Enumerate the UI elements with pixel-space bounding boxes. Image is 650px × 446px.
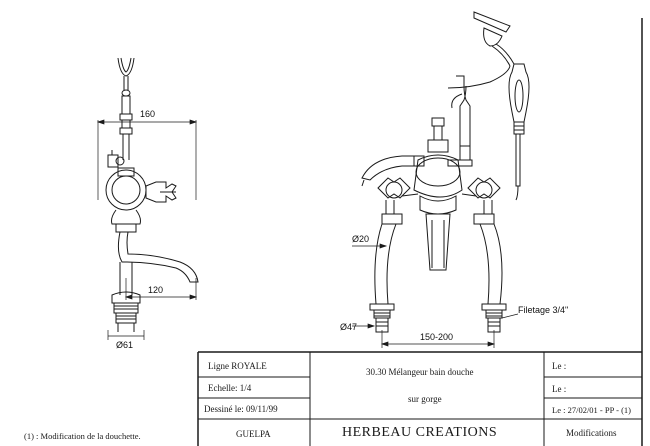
dim-160: 160: [140, 109, 155, 119]
ligne-label: Ligne ROYALE: [208, 361, 267, 371]
dim-spacing: 150-200: [420, 332, 453, 342]
le-line-1: Le :: [552, 361, 567, 371]
side-dims: [96, 119, 198, 340]
dim-diameter-20: Ø20: [352, 234, 369, 244]
company-name: HERBEAU CREATIONS: [342, 425, 498, 440]
front-dims: [352, 243, 519, 348]
front-view: [361, 11, 530, 333]
le-line-2: Le :: [552, 384, 567, 394]
le-line-3: Le : 27/02/01 - PP - (1): [552, 405, 632, 415]
product-name: 30.30 Mélangeur bain douche: [366, 367, 474, 377]
drawn-date: Dessiné le: 09/11/99: [204, 404, 278, 414]
product-mount: sur gorge: [408, 394, 442, 404]
dim-thread: Filetage 3/4": [518, 305, 568, 315]
dim-diameter-47: Ø47: [340, 322, 357, 332]
echelle-label: Echelle: 1/4: [208, 383, 252, 393]
title-block-grid: [198, 352, 642, 446]
author: GUELPA: [236, 429, 271, 439]
side-view: [105, 57, 199, 332]
dim-120: 120: [148, 285, 163, 295]
footnote: (1) : Modification de la douchette.: [24, 431, 141, 441]
dim-base-diameter: Ø61: [116, 340, 133, 350]
modifications-label: Modifications: [566, 428, 617, 438]
